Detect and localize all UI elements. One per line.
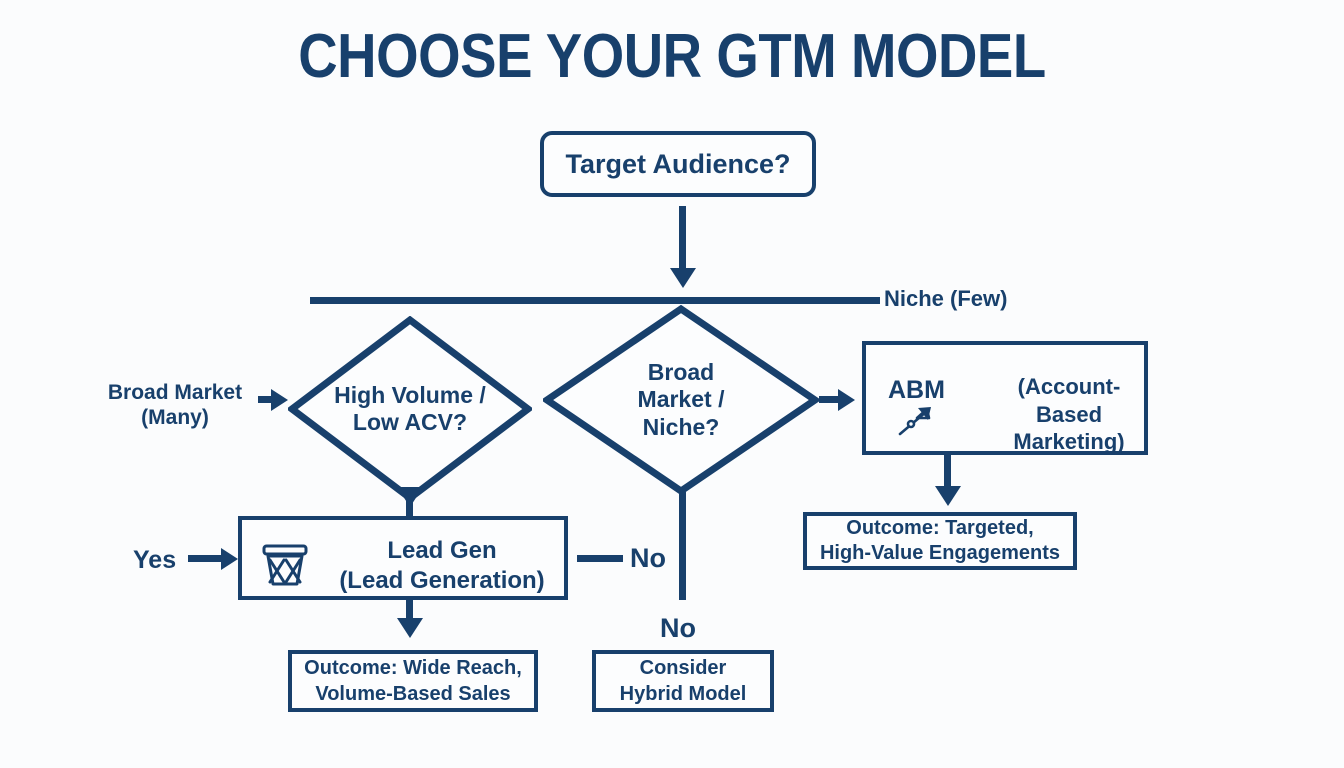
node-outcome-abm[interactable]: Outcome: Targeted, High-Value Engagement…	[803, 512, 1077, 570]
lead-gen-line1: Lead Gen	[387, 537, 497, 564]
outcome-abm-line1: Outcome: Targeted,	[846, 517, 1034, 539]
diamond-shape-icon	[543, 305, 819, 495]
node-abm-expansion: (Account-Based Marketing)	[996, 373, 1142, 456]
connector-broad-market-into-diamond	[258, 396, 280, 403]
edge-label-no-hybrid: No	[660, 613, 696, 643]
edge-label-broad-market-many: Broad Market (Many)	[95, 380, 255, 430]
decision-high-volume-line2: Low ACV?	[352, 409, 468, 435]
arrowhead-diamond2-to-abm	[838, 389, 855, 411]
node-abm-expansion-line2: Marketing)	[1013, 429, 1125, 454]
arrowhead-abm-down	[935, 486, 961, 506]
edge-label-yes: Yes	[133, 546, 177, 574]
node-outcome-lead-gen-label: Outcome: Wide Reach, Volume-Based Sales	[304, 655, 522, 707]
connector-diamond2-down-hybrid	[679, 492, 686, 600]
arrowhead-lead-gen-down	[397, 618, 423, 638]
arrowhead-broad-market-into-diamond	[271, 389, 288, 411]
node-consider-hybrid-model-label: Consider Hybrid Model	[620, 655, 747, 707]
node-lead-gen[interactable]: Lead Gen (Lead Generation)	[238, 516, 568, 600]
outcome-lead-gen-line2: Volume-Based Sales	[315, 683, 511, 705]
node-consider-hybrid-model[interactable]: Consider Hybrid Model	[592, 650, 774, 712]
spear-icon	[898, 407, 931, 436]
basket-icon	[262, 544, 308, 586]
node-decision-broad-market-niche[interactable]: Broad Market / Niche?	[543, 305, 819, 495]
decision-market-line3: Niche?	[642, 413, 720, 440]
connector-diamond2-to-abm	[819, 396, 845, 403]
connector-lead-gen-no	[577, 555, 623, 562]
arrowhead-yes-to-lead-gen	[221, 548, 238, 570]
page-title: CHOOSE YOUR GTM MODEL	[298, 22, 1046, 91]
arrowhead-diamond1-down	[397, 487, 423, 507]
decision-high-volume-line1: High Volume /	[334, 381, 486, 408]
connector-start-down	[679, 206, 686, 276]
connector-diamond1-down	[406, 498, 413, 516]
node-outcome-abm-label: Outcome: Targeted, High-Value Engagement…	[820, 516, 1060, 566]
hybrid-line2: Hybrid Model	[619, 683, 747, 705]
node-abm[interactable]: ABM (Account-Based Marketing)	[862, 341, 1148, 455]
connector-lead-gen-down	[406, 600, 413, 626]
connector-split-bar	[310, 297, 880, 304]
node-outcome-lead-gen[interactable]: Outcome: Wide Reach, Volume-Based Sales	[288, 650, 538, 712]
decision-market-line2: Market /	[637, 386, 725, 413]
node-abm-expansion-line1: (Account-Based	[1017, 374, 1121, 427]
node-abm-acronym: ABM	[888, 376, 945, 404]
outcome-lead-gen-line1: Outcome: Wide Reach,	[304, 657, 522, 679]
broad-market-many-line1: Broad Market	[107, 381, 243, 404]
node-decision-high-volume[interactable]: High Volume / Low ACV?	[288, 316, 532, 502]
edge-label-niche-few: Niche (Few)	[884, 286, 1008, 311]
node-decision-high-volume-label: High Volume / Low ACV?	[288, 316, 532, 502]
node-target-audience[interactable]: Target Audience?	[540, 131, 816, 197]
outcome-abm-line2: High-Value Engagements	[819, 542, 1061, 564]
hybrid-line1: Consider	[639, 657, 727, 679]
lead-gen-line2: (Lead Generation)	[339, 567, 545, 594]
node-lead-gen-label: Lead Gen (Lead Generation)	[322, 536, 562, 596]
node-decision-broad-market-niche-label: Broad Market / Niche?	[543, 305, 819, 495]
connector-yes-to-lead-gen	[188, 555, 230, 562]
broad-market-many-line2: (Many)	[141, 406, 209, 430]
connector-abm-down	[944, 455, 951, 495]
arrowhead-start-down	[670, 268, 696, 288]
decision-market-line1: Broad	[647, 359, 715, 386]
node-target-audience-label: Target Audience?	[565, 148, 791, 179]
edge-label-no-lead-gen: No	[630, 543, 666, 573]
